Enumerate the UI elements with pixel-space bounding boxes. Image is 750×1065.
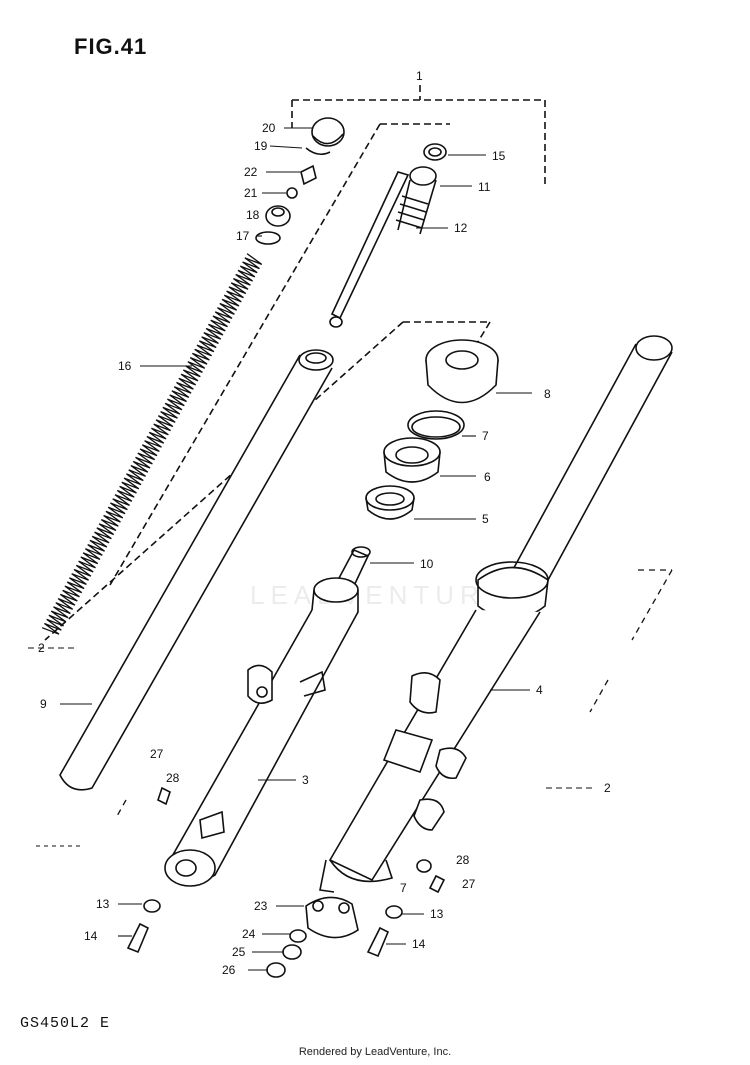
callout-11: 11 — [478, 180, 491, 194]
outer-tube-right — [319, 335, 673, 893]
callout-16: 16 — [118, 359, 132, 373]
drain-bolts — [126, 786, 446, 958]
washer — [365, 485, 415, 520]
callout-labels: 1 20 19 22 21 18 17 15 11 12 16 8 7 6 5 … — [38, 69, 611, 977]
callout-13-left: 13 — [96, 897, 110, 911]
callout-1: 1 — [416, 69, 423, 83]
washer-nut-set — [143, 859, 432, 978]
fork-spring — [41, 253, 263, 635]
callout-21: 21 — [244, 186, 258, 200]
callout-9: 9 — [40, 697, 47, 711]
callout-14-right: 14 — [412, 937, 426, 951]
callout-17: 17 — [236, 229, 250, 243]
callout-4: 4 — [536, 683, 543, 697]
callout-2-left: 2 — [38, 641, 45, 655]
callout-6: 6 — [484, 470, 491, 484]
callout-3: 3 — [302, 773, 309, 787]
callout-8: 8 — [544, 387, 551, 401]
assembly-bracket — [44, 85, 546, 641]
callout-28-left: 28 — [166, 771, 180, 785]
callout-20: 20 — [262, 121, 276, 135]
snap-ring — [407, 410, 465, 440]
callout-27-left: 27 — [150, 747, 164, 761]
watermark: LEADVENTURE — [250, 580, 509, 610]
dashed-outline-right — [115, 569, 673, 819]
callout-13-right: 13 — [430, 907, 444, 921]
callout-26: 26 — [222, 963, 236, 977]
axle-holder — [305, 896, 359, 939]
damper-rod — [329, 143, 447, 328]
model-code: GS450L2 E — [20, 1015, 111, 1032]
callout-22: 22 — [244, 165, 258, 179]
callout-10: 10 — [420, 557, 434, 571]
callout-27-right: 27 — [462, 877, 476, 891]
dust-seal — [425, 339, 499, 404]
callout-28-right: 28 — [456, 853, 470, 867]
callout-7-right: 7 — [400, 881, 407, 895]
inner-tube-left — [59, 349, 334, 791]
callout-18: 18 — [246, 208, 260, 222]
outer-tube-left — [164, 546, 371, 887]
callout-19: 19 — [254, 139, 268, 153]
oil-seal — [383, 437, 441, 483]
callout-14-left: 14 — [84, 929, 98, 943]
callout-12: 12 — [454, 221, 468, 235]
fork-cap-bolt — [255, 117, 345, 245]
callout-25: 25 — [232, 945, 246, 959]
figure-title: FIG.41 — [74, 34, 148, 59]
callout-7: 7 — [482, 429, 489, 443]
callout-24: 24 — [242, 927, 256, 941]
callout-2: 2 — [604, 781, 611, 795]
leader-lines — [28, 127, 596, 971]
footer-credit: Rendered by LeadVenture, Inc. — [298, 1046, 452, 1058]
callout-5: 5 — [482, 512, 489, 526]
callout-15: 15 — [492, 149, 506, 163]
callout-23: 23 — [254, 899, 268, 913]
